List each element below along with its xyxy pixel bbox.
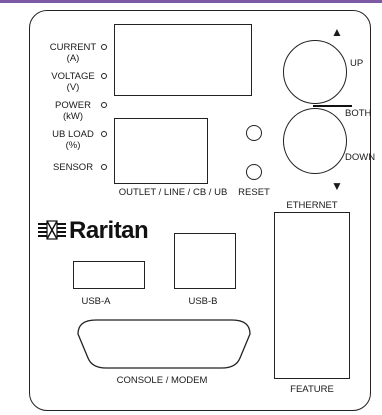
usb-a-port[interactable] <box>73 261 145 289</box>
indicator-ubload-line2: (%) <box>65 140 81 151</box>
indicator-ubload-line1: UB LOAD <box>52 129 94 140</box>
indicator-current-led <box>101 44 107 50</box>
down-label: DOWN <box>345 152 376 163</box>
indicator-sensor-line1: SENSOR <box>52 162 94 173</box>
indicator-ubload-led <box>101 131 107 137</box>
indicator-sensor-label: SENSOR <box>38 162 108 173</box>
indicator-sensor-led <box>101 164 107 170</box>
up-label: UP <box>350 58 364 69</box>
indicator-power-line2: (kW) <box>62 111 84 122</box>
usb-a-label: USB-A <box>81 296 111 307</box>
display-upper <box>114 24 252 96</box>
both-label: BOTH <box>345 108 372 119</box>
indicator-voltage-led <box>101 73 107 79</box>
indicator-ubload-label: UB LOAD (%) <box>38 129 108 151</box>
indicator-power-line1: POWER <box>55 100 91 111</box>
up-button[interactable] <box>283 40 347 104</box>
indicator-voltage-line2: (V) <box>66 82 80 93</box>
down-button[interactable] <box>283 108 347 174</box>
indicator-power-label: POWER (kW) <box>38 100 108 122</box>
triangle-down-icon: ▼ <box>331 179 343 193</box>
raritan-logo: Raritan <box>38 217 149 245</box>
ethernet-label: ETHERNET <box>286 200 338 211</box>
indicator-current-line1: CURRENT <box>49 42 97 53</box>
indicator-voltage-label: VOLTAGE (V) <box>38 71 108 93</box>
top-accent-bar <box>0 0 382 3</box>
console-modem-label: CONSOLE / MODEM <box>116 375 208 386</box>
outlet-line-cb-ub-label: OUTLET / LINE / CB / UB <box>118 187 228 198</box>
ethernet-feature-port[interactable] <box>274 212 350 379</box>
front-panel-outline <box>29 10 371 411</box>
indicator-current-label: CURRENT (A) <box>38 42 108 64</box>
both-divider-line <box>313 105 352 107</box>
indicator-power-led <box>101 102 107 108</box>
console-modem-port[interactable] <box>74 318 254 370</box>
reset-label: RESET <box>238 187 270 198</box>
indicator-voltage-line1: VOLTAGE <box>51 71 95 82</box>
indicator-current-line2: (A) <box>66 53 80 64</box>
usb-b-label: USB-B <box>188 296 218 307</box>
brand-name: Raritan <box>69 217 149 244</box>
indicator-small-circle <box>246 125 262 141</box>
display-lower <box>114 118 208 184</box>
usb-b-port[interactable] <box>174 233 236 289</box>
raritan-logo-icon <box>38 220 66 240</box>
feature-label: FEATURE <box>290 384 334 395</box>
triangle-up-icon: ▲ <box>331 25 343 39</box>
reset-button[interactable] <box>246 164 262 180</box>
